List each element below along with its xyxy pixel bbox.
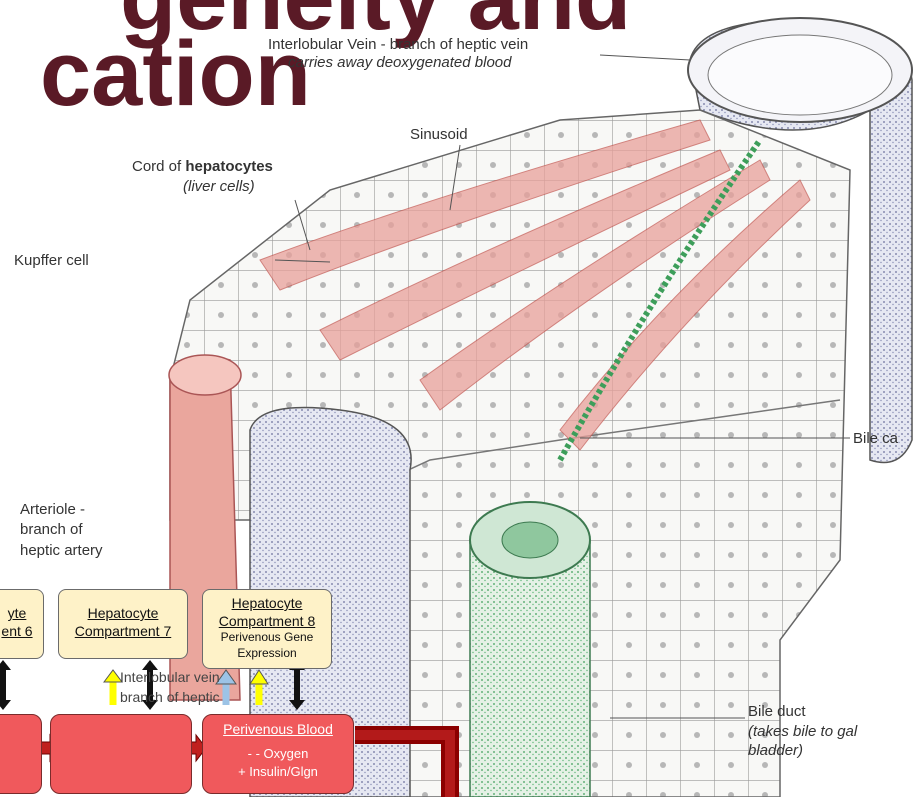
interlobular-vein-label: Interlobular Vein - branch of heptic vei… [268,36,528,72]
blood-box-7 [50,714,192,794]
hepatocyte-compartment-6: yte ent 6 [0,589,44,659]
perivenous-blood-box: Perivenous Blood - - Oxygen + Insulin/Gl… [202,714,354,794]
bile-canaliculus-label: Bile ca [853,430,898,448]
kupffer-cell-label: Kupffer cell [14,252,89,270]
hepatocyte-cord-label: Cord of hepatocytes [132,158,273,176]
portal-vein-label: Interlobular vein branch of heptic [120,667,220,708]
arteriole-label: Arteriole - branch of heptic artery [20,500,103,561]
liver-cells-label: (liver cells) [183,178,255,196]
perivenous-blood-title: Perivenous Blood [203,721,353,737]
bile-duct-label: Bile duct (takes bile to gal bladder) [748,702,857,761]
bile-duct [470,502,590,797]
oxygen-level: - - Oxygen [203,745,353,763]
hepatocyte-compartment-8: Hepatocyte Compartment 8 Perivenous Gene… [202,589,332,669]
blood-box-6 [0,714,42,794]
sinusoid-label: Sinusoid [410,126,468,144]
hepatocyte-compartment-7: Hepatocyte Compartment 7 [58,589,188,659]
insulin-glucagon-level: + Insulin/Glgn [203,763,353,781]
